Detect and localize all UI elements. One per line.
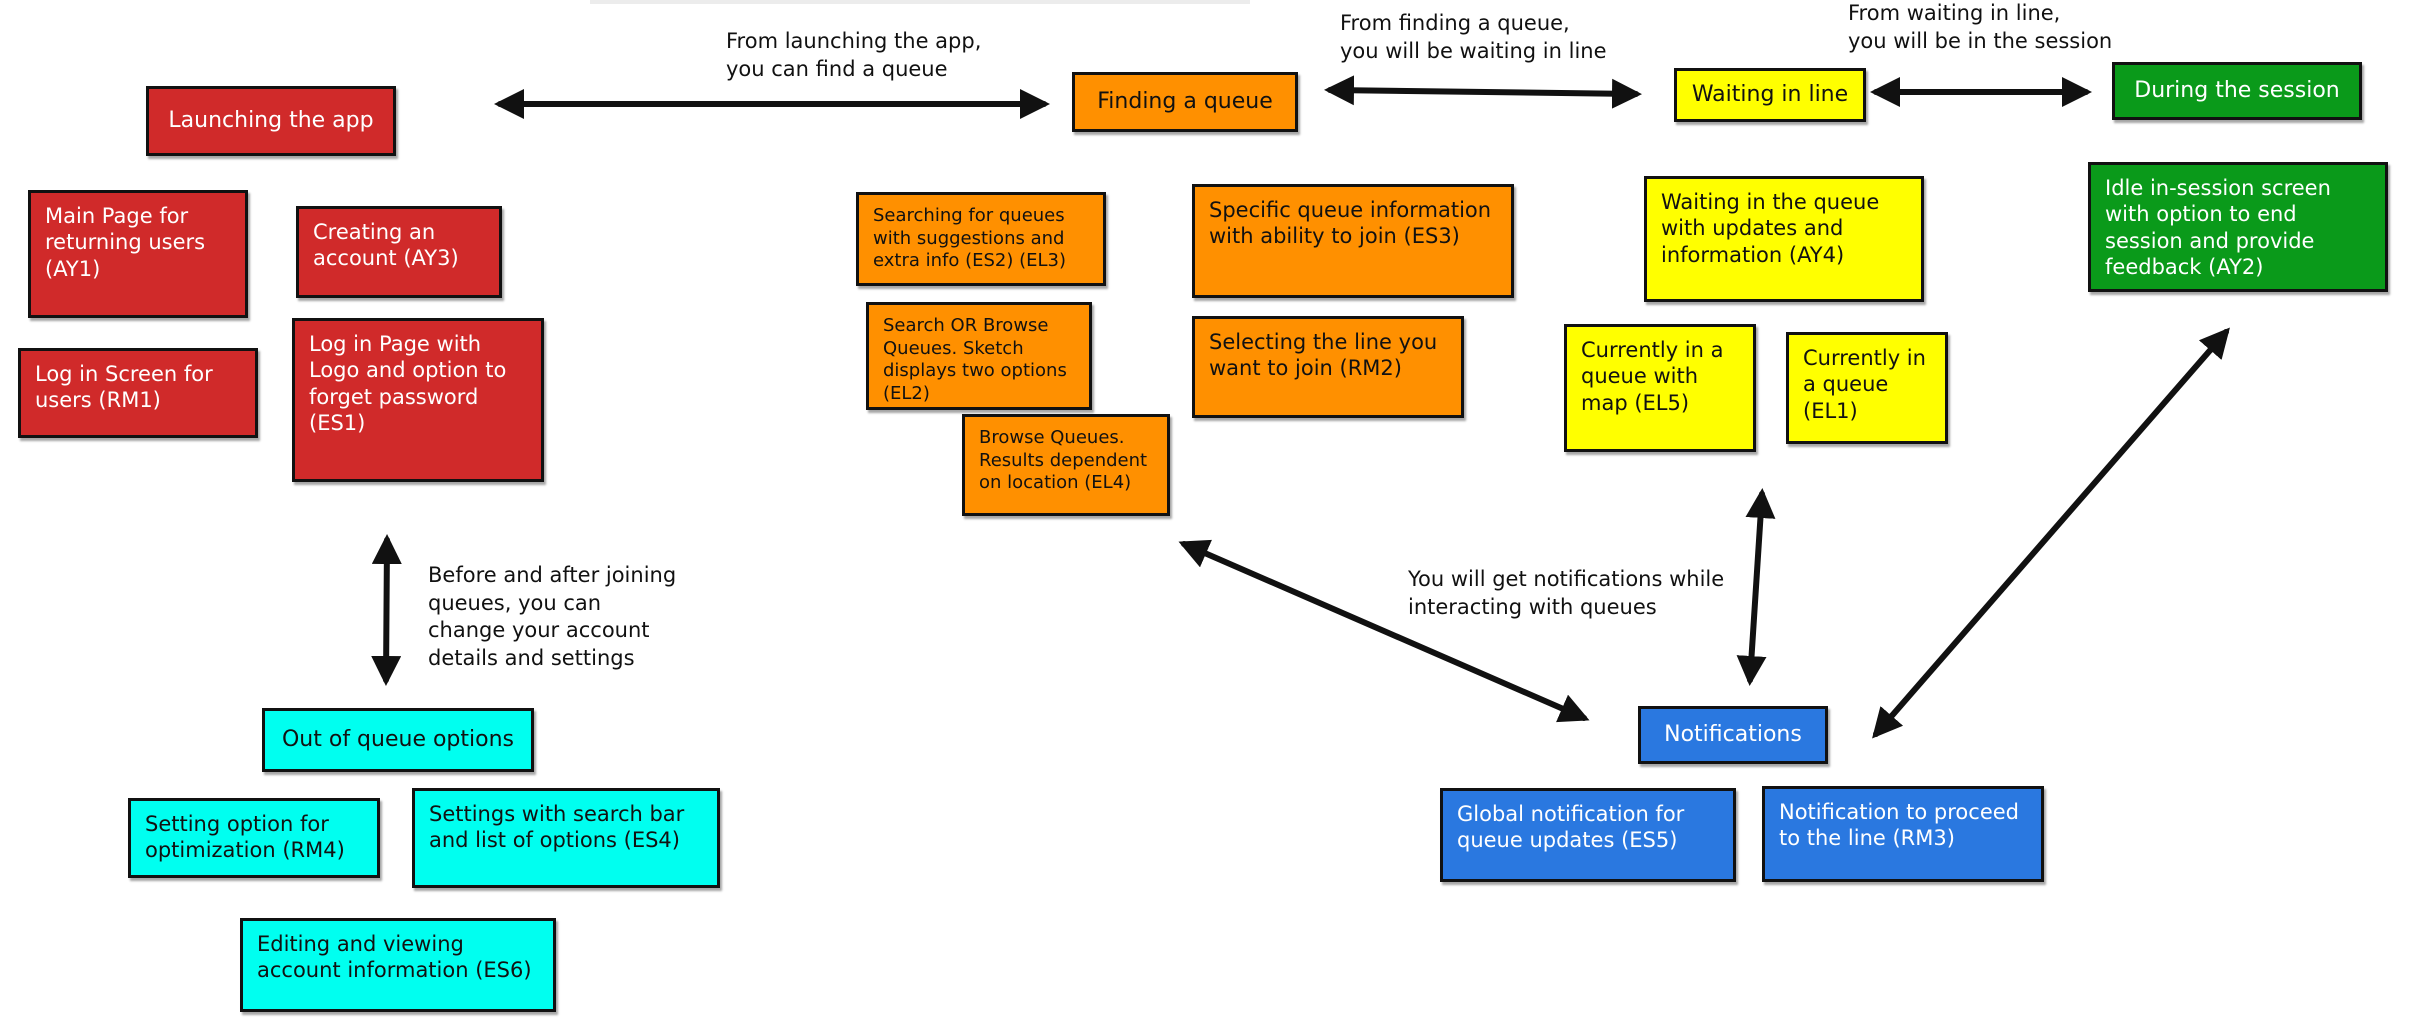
screen-note-selecting-line: Selecting the line you want to join (RM2… <box>1192 316 1464 418</box>
connector-label-launch-find: From launching the app, you can find a q… <box>726 29 982 81</box>
screen-note-search-queues: Searching for queues with suggestions an… <box>856 192 1106 286</box>
screen-note-main-page: Main Page for returning users (AY1) <box>28 190 248 318</box>
screen-note-browse-queues: Browse Queues. Results dependent on loca… <box>962 414 1170 516</box>
arrow-find-wait <box>1324 75 1642 109</box>
arrow-find-notifications <box>1178 539 1590 723</box>
arrow-wait-notifications <box>1736 488 1776 686</box>
connector-label-account-settings: Before and after joining queues, you can… <box>428 563 677 671</box>
screen-note-queue-with-map: Currently in a queue with map (EL5) <box>1564 324 1756 452</box>
screen-note-account-info: Editing and viewing account information … <box>240 918 556 1012</box>
connector-label-find-wait: From finding a queue, you will be waitin… <box>1340 11 1607 63</box>
connector-label-wait-session: From waiting in line, you will be in the… <box>1848 1 2113 53</box>
screen-note-currently-in-queue: Currently in a queue (EL1) <box>1786 332 1948 444</box>
arrow-account-settings <box>371 534 402 686</box>
screen-note-settings-search: Settings with search bar and list of opt… <box>412 788 720 888</box>
phase-header-launching: Launching the app <box>146 86 396 156</box>
screen-note-waiting-in-queue: Waiting in the queue with updates and in… <box>1644 176 1924 302</box>
connector-label-notifications: You will get notifications while interac… <box>1408 567 1725 619</box>
screen-note-search-or-browse: Search OR Browse Queues. Sketch displays… <box>866 302 1092 410</box>
screen-note-creating-account: Creating an account (AY3) <box>296 206 502 298</box>
phase-header-waiting: Waiting in line <box>1674 68 1866 122</box>
screen-note-idle-session: Idle in-session screen with option to en… <box>2088 162 2388 292</box>
screen-note-proceed-notification: Notification to proceed to the line (RM3… <box>1762 786 2044 882</box>
screen-note-queue-info: Specific queue information with ability … <box>1192 184 1514 298</box>
screen-note-login-page: Log in Page with Logo and option to forg… <box>292 318 544 482</box>
top-edge-strip <box>590 0 1250 4</box>
screen-note-setting-optimization: Setting option for optimization (RM4) <box>128 798 380 878</box>
screen-note-login-screen: Log in Screen for users (RM1) <box>18 348 258 438</box>
screen-note-global-notification: Global notification for queue updates (E… <box>1440 788 1736 882</box>
phase-header-session: During the session <box>2112 62 2362 120</box>
phase-header-out-of-queue: Out of queue options <box>262 708 534 772</box>
phase-header-finding: Finding a queue <box>1072 72 1298 132</box>
phase-header-notifications: Notifications <box>1638 706 1828 764</box>
arrow-session-notifications <box>1872 327 2230 739</box>
